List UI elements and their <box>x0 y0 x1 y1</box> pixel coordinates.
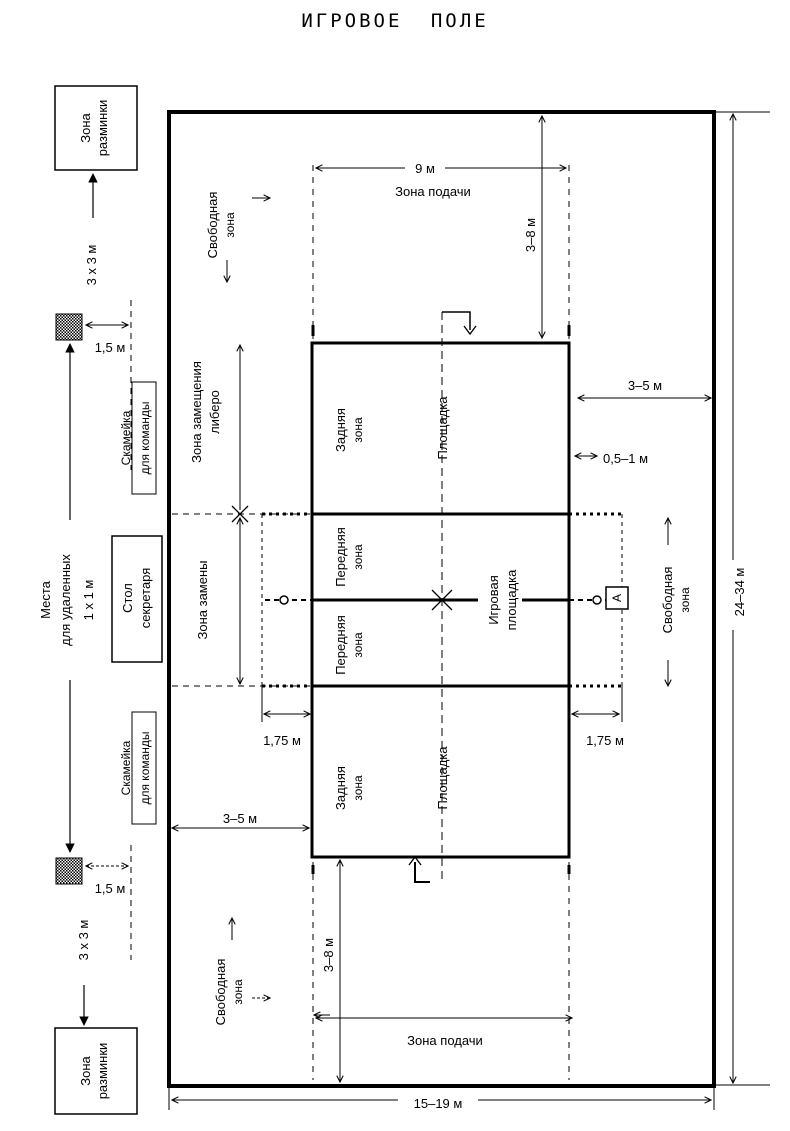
sub-zone-label: Зона замены <box>195 561 210 640</box>
playing-area-line2: площадка <box>504 569 519 630</box>
penalty-box-top <box>55 313 83 341</box>
free-zone-right-line2: зона <box>678 587 692 613</box>
warmup-bottom-line1: Зона <box>78 1055 93 1085</box>
dim-free-left-label: 3–5 м <box>223 811 257 826</box>
court-label-top: Площадка <box>435 396 450 460</box>
bench-bottom-line1: Скамейка <box>119 740 133 795</box>
referee-stand <box>605 586 629 610</box>
penalty-line2: для удаленных <box>58 554 73 646</box>
warmup-zone-bottom <box>54 1027 138 1115</box>
dim-serve-depth-bottom-label: 3–8 м <box>321 938 336 972</box>
penalty-gap-top-label: 1,5 м <box>95 340 126 355</box>
axis-bracket-top <box>442 311 471 330</box>
court-label-bottom: Площадка <box>435 746 450 810</box>
dim-175-right-label: 1,75 м <box>586 733 624 748</box>
page-title: ИГРОВОЕ ПОЛЕ <box>301 10 489 32</box>
free-zone-bottom-line2: зона <box>231 979 245 1005</box>
bench-top-line1: Скамейка <box>119 410 133 465</box>
warmup-size-top: 3 х 3 м <box>84 245 99 286</box>
axis-bracket-bottom-arrow <box>408 855 422 866</box>
warmup-top-line2: разминки <box>95 100 110 157</box>
dim-referee-gap-label: 0,5–1 м <box>603 451 648 466</box>
back-zone-bottom-line1: Задняя <box>333 766 348 810</box>
team-bench-bottom <box>131 711 157 825</box>
penalty-line3: 1 х 1 м <box>81 580 96 621</box>
dim-9m-label: 9 м <box>415 161 435 176</box>
playing-area-boundary <box>167 110 716 1088</box>
serve-zone-top-label: Зона подачи <box>395 184 471 199</box>
bench-top-line2: для команды <box>138 401 152 474</box>
warmup-top-line1: Зона <box>78 112 93 142</box>
dim-overall-length-label: 24–34 м <box>732 568 747 617</box>
team-bench-top <box>131 381 157 495</box>
center-cross <box>431 589 453 611</box>
penalty-gap-bottom-label: 1,5 м <box>95 881 126 896</box>
warmup-bottom-line2: разминки <box>95 1043 110 1100</box>
axis-bracket-bottom <box>414 862 430 883</box>
warmup-zone-top <box>54 85 138 171</box>
free-zone-top-line2: зона <box>223 212 237 238</box>
front-zone-bottom-line1: Передняя <box>333 615 348 675</box>
warmup-size-bottom: 3 х 3 м <box>76 920 91 961</box>
libero-zone-line1: Зона замещения <box>189 361 204 463</box>
front-zone-top-line1: Передняя <box>333 527 348 587</box>
dim-overall-width-label: 15–19 м <box>414 1096 463 1111</box>
free-zone-top-line1: Свободная <box>205 192 220 259</box>
free-zone-right-line1: Свободная <box>660 567 675 634</box>
back-zone-bottom-line2: зона <box>351 775 365 801</box>
back-zone-top-line2: зона <box>351 417 365 443</box>
penalty-line1: Места <box>38 580 53 619</box>
dim-free-right-label: 3–5 м <box>628 378 662 393</box>
libero-cross-top <box>231 505 249 523</box>
net-post-right <box>592 595 602 605</box>
front-zone-top-line2: зона <box>351 544 365 570</box>
bench-bottom-line2: для команды <box>138 731 152 804</box>
referee-label: A <box>610 594 624 602</box>
scorer-line2: секретаря <box>138 568 153 629</box>
dim-175-left-label: 1,75 м <box>263 733 301 748</box>
back-zone-top-line1: Задняя <box>333 408 348 452</box>
free-zone-bottom-line1: Свободная <box>213 959 228 1026</box>
playing-area-line1: Игровая <box>486 575 501 625</box>
serve-zone-bottom-label: Зона подачи <box>407 1033 483 1048</box>
libero-zone-line2: либеро <box>207 390 222 434</box>
scorer-table <box>111 535 163 663</box>
front-zone-bottom-line2: зона <box>351 632 365 658</box>
penalty-box-bottom <box>55 857 83 885</box>
scorer-line1: Стол <box>120 583 135 613</box>
dim-serve-depth-top-label: 3–8 м <box>523 218 538 252</box>
axis-bracket-top-arrow <box>463 325 477 336</box>
net-post-left <box>279 595 289 605</box>
